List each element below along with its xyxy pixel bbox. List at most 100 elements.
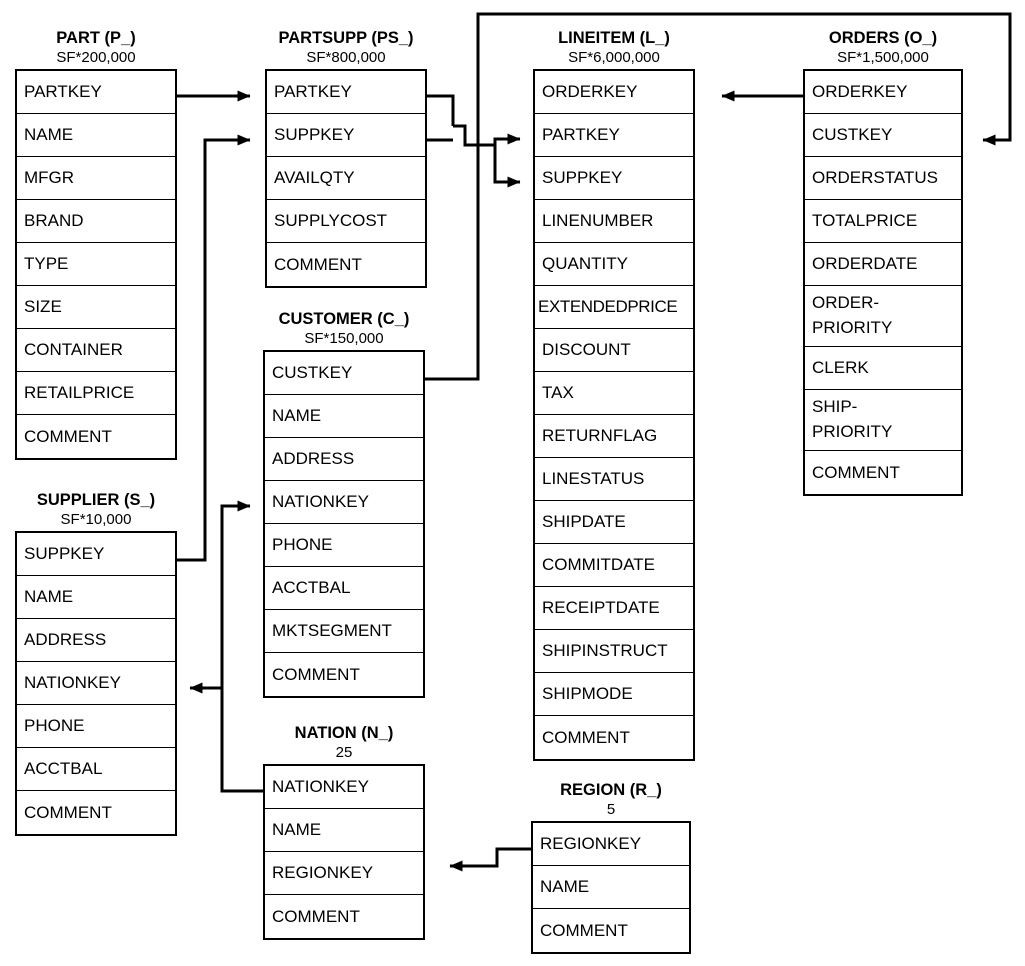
attribute-row[interactable]: BRAND	[17, 200, 175, 243]
attribute-row[interactable]: COMMENT	[267, 243, 425, 286]
wire-partsupp-lineitem-partkey	[493, 133, 521, 145]
attribute-row[interactable]: ORDERKEY	[805, 71, 961, 114]
attribute-row[interactable]: PHONE	[265, 524, 423, 567]
wire-partsupp-merge-c	[453, 124, 495, 147]
attribute-row[interactable]: NAME	[533, 866, 689, 909]
attribute-row[interactable]: ORDERKEY	[535, 71, 693, 114]
attribute-row[interactable]: COMMENT	[533, 909, 689, 952]
entity-title: LINEITEM (L_)	[558, 29, 670, 47]
attribute-row[interactable]: NAME	[265, 809, 423, 852]
entity-title: PART (P_)	[56, 29, 136, 47]
entity-title: CUSTOMER (C_)	[278, 310, 410, 328]
attribute-list: REGIONKEY NAME COMMENT	[531, 821, 691, 954]
attribute-row[interactable]: CONTAINER	[17, 329, 175, 372]
attribute-row[interactable]: REGIONKEY	[533, 823, 689, 866]
attribute-row[interactable]: SHIPDATE	[535, 501, 693, 544]
attribute-row[interactable]: MKTSEGMENT	[265, 610, 423, 653]
attribute-row[interactable]: PARTKEY	[267, 71, 425, 114]
attribute-row[interactable]: SUPPKEY	[267, 114, 425, 157]
entity-cardinality: 5	[606, 801, 616, 818]
attribute-row[interactable]: CLERK	[805, 347, 961, 390]
attribute-row[interactable]: ADDRESS	[17, 619, 175, 662]
entity-partsupp: PARTSUPP (PS_) SF*800,000 PARTKEY SUPPKE…	[265, 28, 427, 288]
attribute-row[interactable]: SUPPKEY	[17, 533, 175, 576]
attribute-row[interactable]: NATIONKEY	[265, 481, 423, 524]
wire-supplier-partsupp	[177, 134, 251, 562]
attribute-row[interactable]: CUSTKEY	[805, 114, 961, 157]
attribute-row[interactable]: MFGR	[17, 157, 175, 200]
attribute-row[interactable]: ADDRESS	[265, 438, 423, 481]
entity-cardinality: SF*1,500,000	[837, 49, 929, 66]
attribute-row[interactable]: LINENUMBER	[535, 200, 693, 243]
entity-orders: ORDERS (O_) SF*1,500,000 ORDERKEY CUSTKE…	[803, 28, 963, 496]
entity-cardinality: SF*200,000	[56, 49, 136, 66]
entity-part: PART (P_) SF*200,000 PARTKEY NAME MFGR B…	[15, 28, 177, 460]
attribute-row[interactable]: TAX	[535, 372, 693, 415]
entity-cardinality: 25	[335, 744, 353, 761]
attribute-list: CUSTKEY NAME ADDRESS NATIONKEY PHONE ACC…	[263, 350, 425, 698]
attribute-row[interactable]: NAME	[17, 576, 175, 619]
attribute-row[interactable]: CUSTKEY	[265, 352, 423, 395]
entity-lineitem: LINEITEM (L_) SF*6,000,000 ORDERKEY PART…	[533, 28, 695, 761]
attribute-row[interactable]: SIZE	[17, 286, 175, 329]
entity-cardinality: SF*150,000	[304, 330, 384, 347]
attribute-row[interactable]: NAME	[17, 114, 175, 157]
attribute-row[interactable]: SHIPINSTRUCT	[535, 630, 693, 673]
entity-title: NATION (N_)	[294, 724, 394, 742]
attribute-row[interactable]: NAME	[265, 395, 423, 438]
attribute-list: NATIONKEY NAME REGIONKEY COMMENT	[263, 764, 425, 940]
entity-title: SUPPLIER (S_)	[36, 491, 156, 509]
attribute-row[interactable]: PARTKEY	[535, 114, 693, 157]
attribute-row[interactable]: ACCTBAL	[17, 748, 175, 791]
entity-cardinality: SF*800,000	[306, 49, 386, 66]
entity-customer: CUSTOMER (C_) SF*150,000 CUSTKEY NAME AD…	[263, 309, 425, 698]
wire-partsupp-merge-a	[427, 94, 455, 126]
attribute-list: SUPPKEY NAME ADDRESS NATIONKEY PHONE ACC…	[15, 531, 177, 836]
attribute-row[interactable]: DISCOUNT	[535, 329, 693, 372]
attribute-row[interactable]: COMMENT	[17, 415, 175, 458]
entity-title: REGION (R_)	[560, 781, 662, 799]
attribute-row[interactable]: COMMENT	[265, 653, 423, 696]
attribute-row[interactable]: ORDERDATE	[805, 243, 961, 286]
attribute-list: ORDERKEY CUSTKEY ORDERSTATUS TOTALPRICE …	[803, 69, 963, 496]
entity-cardinality: SF*6,000,000	[568, 49, 660, 66]
attribute-row[interactable]: SUPPLYCOST	[267, 200, 425, 243]
entity-title: ORDERS (O_)	[828, 29, 938, 47]
attribute-row[interactable]: PHONE	[17, 705, 175, 748]
entity-region: REGION (R_) 5 REGIONKEY NAME COMMENT	[531, 780, 691, 954]
attribute-row[interactable]: RECEIPTDATE	[535, 587, 693, 630]
attribute-row[interactable]: NATIONKEY	[265, 766, 423, 809]
wire-region-nation	[449, 847, 531, 872]
attribute-row[interactable]: RETAILPRICE	[17, 372, 175, 415]
entity-supplier: SUPPLIER (S_) SF*10,000 SUPPKEY NAME ADD…	[15, 490, 177, 836]
attribute-row[interactable]: COMMENT	[805, 451, 961, 494]
attribute-list: ORDERKEY PARTKEY SUPPKEY LINENUMBER QUAN…	[533, 69, 695, 761]
attribute-row[interactable]: QUANTITY	[535, 243, 693, 286]
attribute-row[interactable]: COMMENT	[265, 895, 423, 938]
attribute-row[interactable]: NATIONKEY	[17, 662, 175, 705]
attribute-row[interactable]: SHIP-PRIORITY	[805, 390, 961, 451]
attribute-row[interactable]: SHIPMODE	[535, 673, 693, 716]
attribute-row[interactable]: TOTALPRICE	[805, 200, 961, 243]
attribute-row[interactable]: ACCTBAL	[265, 567, 423, 610]
wire-nation-branch	[220, 500, 263, 793]
attribute-row[interactable]: EXTENDEDPRICE	[535, 286, 693, 329]
entity-cardinality: SF*10,000	[60, 511, 132, 528]
attribute-row[interactable]: COMMENT	[17, 791, 175, 834]
attribute-row[interactable]: COMMITDATE	[535, 544, 693, 587]
entity-title: PARTSUPP (PS_)	[278, 29, 414, 47]
entity-nation: NATION (N_) 25 NATIONKEY NAME REGIONKEY …	[263, 723, 425, 940]
attribute-row[interactable]: LINESTATUS	[535, 458, 693, 501]
attribute-row[interactable]: SUPPKEY	[535, 157, 693, 200]
attribute-row[interactable]: COMMENT	[535, 716, 693, 759]
attribute-row[interactable]: TYPE	[17, 243, 175, 286]
attribute-row[interactable]: AVAILQTY	[267, 157, 425, 200]
attribute-list: PARTKEY SUPPKEY AVAILQTY SUPPLYCOST COMM…	[265, 69, 427, 288]
attribute-row[interactable]: REGIONKEY	[265, 852, 423, 895]
attribute-list: PARTKEY NAME MFGR BRAND TYPE SIZE CONTAI…	[15, 69, 177, 460]
attribute-row[interactable]: PARTKEY	[17, 71, 175, 114]
attribute-row[interactable]: ORDERSTATUS	[805, 157, 961, 200]
wire-partsupp-lineitem-suppkey	[493, 145, 521, 188]
attribute-row[interactable]: RETURNFLAG	[535, 415, 693, 458]
attribute-row[interactable]: ORDER-PRIORITY	[805, 286, 961, 347]
